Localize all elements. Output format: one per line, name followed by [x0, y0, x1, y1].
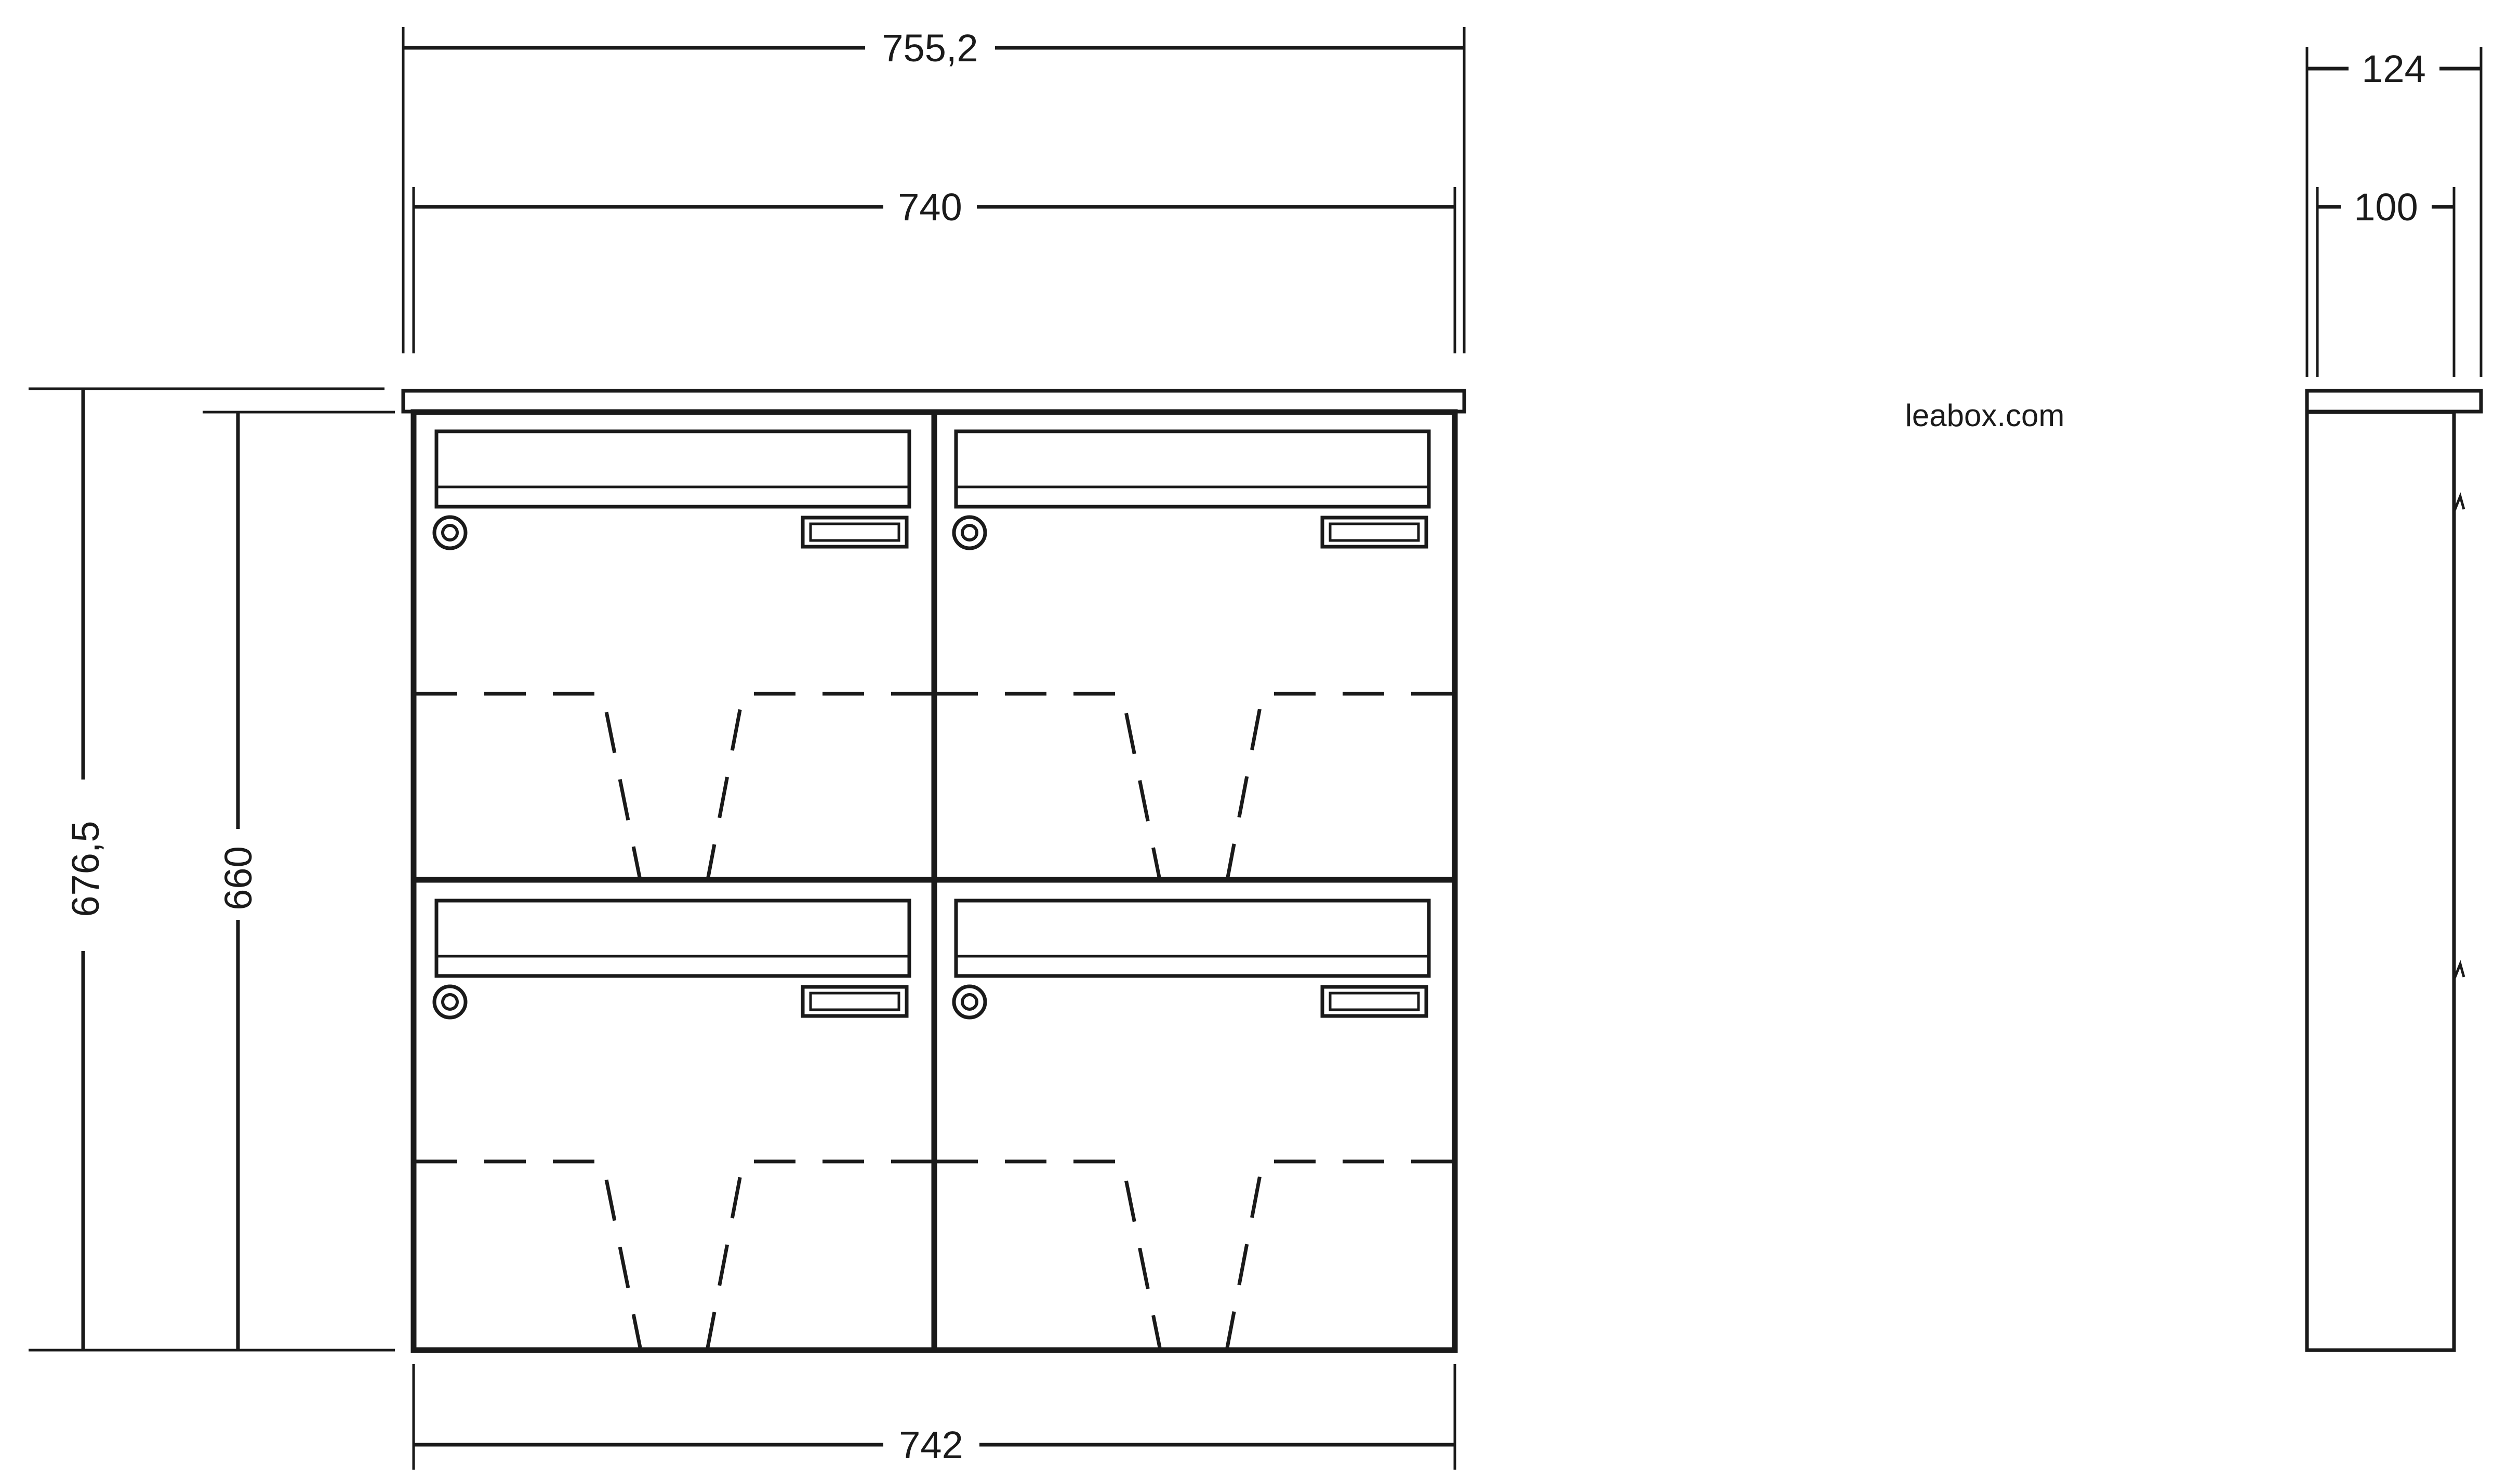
internal-chute-dashed	[936, 1159, 1162, 1348]
mail-slot-flap	[434, 429, 911, 509]
dim-label-side-body-depth: 100	[2354, 186, 2418, 229]
name-plate	[1320, 516, 1428, 549]
dim-label-overall-width-top: 755,2	[882, 27, 978, 70]
dim-label-side-overall-depth: 124	[2362, 47, 2425, 90]
mail-slot-flap	[954, 429, 1431, 509]
mail-slot-flap	[434, 899, 911, 978]
internal-chute-dashed	[706, 692, 933, 880]
internal-chute-dashed	[1225, 692, 1453, 880]
side-view: 124 100	[2305, 47, 2483, 1352]
side-slot-lip	[2452, 492, 2465, 512]
internal-chute-dashed	[416, 692, 642, 880]
lock-icon	[432, 984, 468, 1020]
lock-icon	[952, 515, 987, 550]
dimension-body-width-top: 740	[412, 186, 1456, 353]
dimension-body-width-bottom: 742	[412, 1364, 1456, 1470]
name-plate	[801, 516, 909, 549]
dimension-body-height: 660	[203, 411, 395, 1352]
internal-chute-dashed	[706, 1159, 933, 1348]
dimension-side-body-depth: 100	[2316, 186, 2456, 377]
front-view	[401, 389, 1466, 1353]
brand-label: leabox.com	[1905, 398, 2065, 433]
roof-cover	[401, 389, 1466, 414]
name-plate	[1320, 985, 1428, 1018]
side-roof-cover	[2305, 389, 2483, 414]
internal-chute-dashed	[936, 692, 1162, 880]
mailbox-door	[936, 429, 1453, 880]
dim-label-body-width-top: 740	[898, 186, 962, 229]
lock-icon	[432, 515, 468, 550]
mailbox-door	[416, 429, 933, 880]
dimension-overall-width-top: 755,2	[402, 27, 1466, 353]
mail-slot-flap	[954, 899, 1431, 978]
internal-chute-dashed	[1225, 1159, 1453, 1348]
side-slot-lip	[2452, 960, 2465, 980]
lock-icon	[952, 984, 987, 1020]
dim-label-body-height: 660	[217, 846, 260, 910]
mailbox-door	[416, 899, 933, 1348]
dim-label-body-width-bottom: 742	[899, 1423, 963, 1467]
name-plate	[801, 985, 909, 1018]
dim-label-overall-height: 676,5	[64, 821, 107, 917]
mailbox-door	[936, 899, 1453, 1348]
dimension-overall-height: 676,5	[29, 387, 395, 1352]
internal-chute-dashed	[416, 1159, 642, 1348]
side-body	[2305, 410, 2456, 1352]
dimension-side-overall-depth: 124	[2305, 47, 2483, 377]
